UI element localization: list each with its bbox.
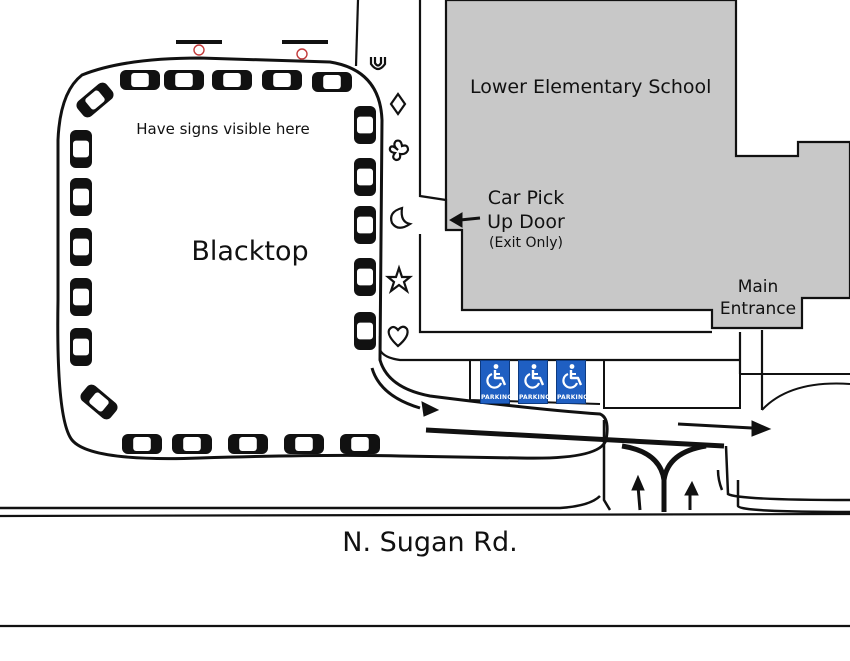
- handicap-parking-sign: PARKING: [556, 360, 589, 404]
- parking-strip: [603, 359, 741, 409]
- star-icon: [384, 264, 414, 294]
- wheelchair-icon: [524, 364, 545, 389]
- car: [70, 130, 92, 168]
- pickup-door-label: Car Pick Up Door (Exit Only): [466, 186, 586, 252]
- car: [340, 434, 380, 454]
- car: [120, 70, 160, 90]
- clover-icon: [388, 139, 410, 162]
- school-name-label: Lower Elementary School: [470, 76, 712, 98]
- car: [228, 434, 268, 454]
- parking-text: PARKING: [481, 394, 513, 401]
- car-queue: [70, 70, 380, 454]
- moon-icon: [390, 206, 413, 229]
- pickup-exit-note: (Exit Only): [489, 235, 563, 251]
- car: [70, 178, 92, 216]
- main-entrance-label: Main Entrance: [710, 276, 806, 320]
- car: [354, 206, 376, 244]
- diamond-icon: [389, 92, 407, 116]
- car: [354, 258, 376, 296]
- car: [354, 158, 376, 196]
- blacktop-label: Blacktop: [191, 236, 309, 267]
- pickup-arrow: [449, 212, 481, 228]
- pickup-line1: Car Pick: [487, 187, 565, 209]
- driveway: [0, 420, 850, 514]
- car: [70, 328, 92, 366]
- wheelchair-icon: [562, 364, 583, 389]
- main-entrance-line2: Entrance: [719, 299, 797, 319]
- car: [70, 228, 92, 266]
- horseshoe-icon: [369, 57, 387, 71]
- parking-text: PARKING: [557, 394, 589, 401]
- road-edges: [0, 512, 850, 628]
- car: [212, 70, 252, 90]
- car: [70, 278, 92, 316]
- handicap-parking-sign: PARKING: [480, 360, 513, 404]
- sign-markers: [176, 40, 328, 60]
- car: [80, 384, 118, 420]
- parking-text: PARKING: [519, 394, 551, 401]
- signs-note: Have signs visible here: [136, 120, 310, 138]
- road-name-label: N. Sugan Rd.: [342, 527, 518, 558]
- car: [284, 434, 324, 454]
- car: [354, 312, 376, 350]
- car: [312, 72, 352, 92]
- car: [122, 434, 162, 454]
- sidewalk-lines: [354, 0, 764, 410]
- wheelchair-icon: [486, 364, 507, 389]
- car: [172, 434, 212, 454]
- main-entrance-line1: Main: [737, 277, 779, 297]
- pickup-line2: Up Door: [487, 211, 565, 233]
- traffic-arrows: [370, 367, 772, 512]
- blacktop-loop: [56, 56, 609, 461]
- symbols-column: [369, 57, 414, 348]
- car: [262, 70, 302, 90]
- heart-icon: [387, 325, 409, 348]
- car: [164, 70, 204, 90]
- school-building: [444, 0, 850, 330]
- car: [354, 106, 376, 144]
- car: [76, 82, 114, 118]
- handicap-parking-sign: PARKING: [518, 360, 551, 404]
